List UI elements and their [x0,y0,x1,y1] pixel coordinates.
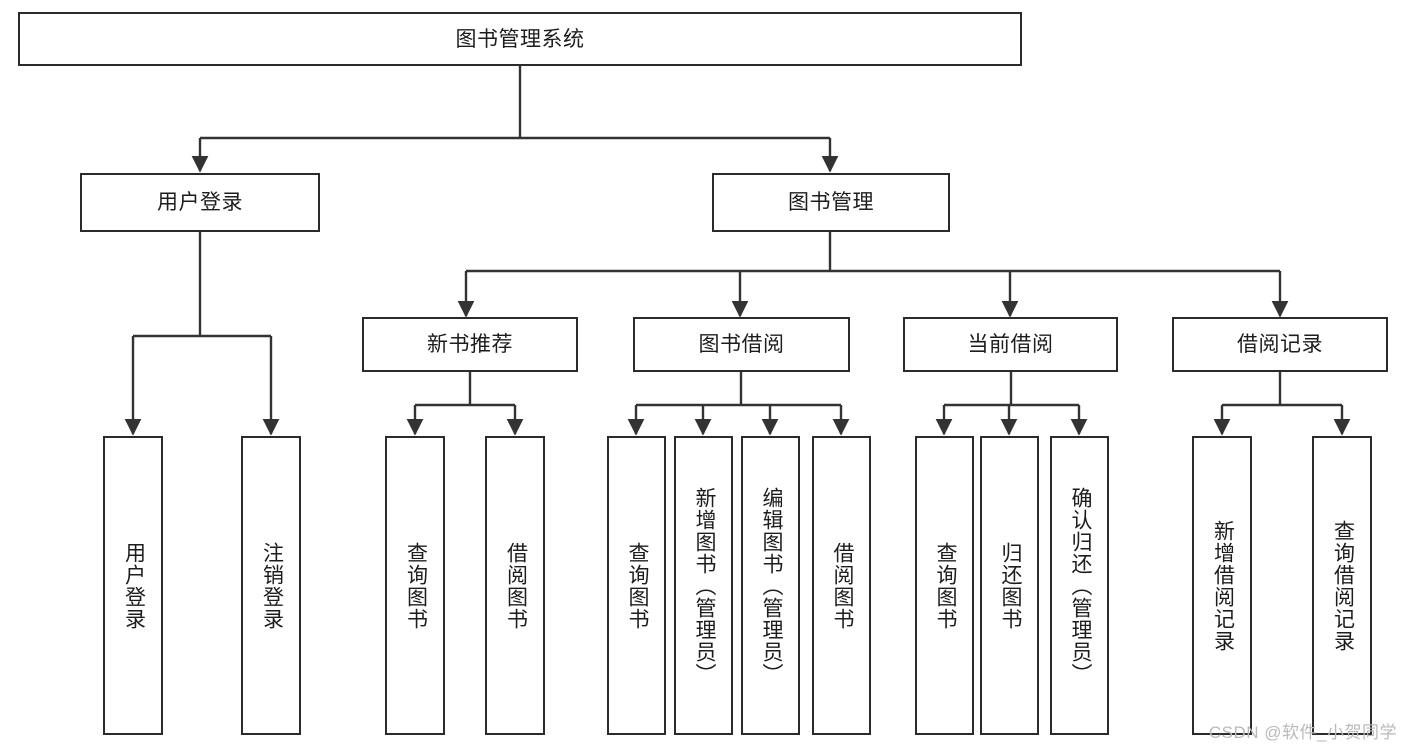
node-user-login[interactable]: 用户登录 [80,173,320,232]
node-label: 确认归还（管理员） [1068,486,1092,685]
node-label: 归还图书 [998,541,1022,630]
node-label: 用户登录 [157,191,243,214]
node-leaf-user-login[interactable]: 用户登录 [103,436,163,735]
node-leaf-return-book[interactable]: 归还图书 [980,436,1039,735]
node-label: 查询图书 [933,541,957,630]
node-current-borrow[interactable]: 当前借阅 [903,317,1118,372]
node-leaf-add-borrow-record[interactable]: 新增借阅记录 [1192,436,1252,735]
node-leaf-borrow-book[interactable]: 借阅图书 [812,436,871,735]
node-leaf-confirm-return-admin[interactable]: 确认归还（管理员） [1050,436,1109,735]
node-book-management[interactable]: 图书管理 [712,173,950,232]
node-leaf-logout[interactable]: 注销登录 [241,436,301,735]
node-book-borrow[interactable]: 图书借阅 [633,317,850,372]
node-label: 用户登录 [122,541,146,630]
node-label: 图书管理系统 [455,27,585,51]
node-root-system[interactable]: 图书管理系统 [18,12,1022,66]
node-leaf-edit-book-admin[interactable]: 编辑图书（管理员） [741,436,800,735]
node-leaf-query-book-current[interactable]: 查询图书 [915,436,974,735]
node-borrow-record[interactable]: 借阅记录 [1172,317,1388,372]
node-leaf-query-borrow-record[interactable]: 查询借阅记录 [1312,436,1372,735]
node-new-book-recommend[interactable]: 新书推荐 [362,317,578,372]
node-leaf-query-book-recommend[interactable]: 查询图书 [385,436,445,735]
node-leaf-borrow-book-recommend[interactable]: 借阅图书 [485,436,545,735]
node-label: 查询图书 [625,541,649,630]
node-label: 借阅图书 [504,541,528,630]
node-label: 新书推荐 [427,333,513,356]
node-label: 借阅图书 [830,541,854,630]
node-label: 借阅记录 [1237,333,1323,356]
node-label: 当前借阅 [967,333,1054,356]
node-label: 图书管理 [788,191,874,214]
node-label: 新增图书（管理员） [692,486,716,685]
node-label: 编辑图书（管理员） [759,486,783,685]
node-label: 查询图书 [404,541,428,630]
node-label: 注销登录 [260,541,284,630]
watermark: CSDN @软件_小贺同学 [1208,723,1397,742]
node-label: 新增借阅记录 [1211,519,1235,652]
node-label: 查询借阅记录 [1331,519,1355,652]
node-leaf-query-book-borrow[interactable]: 查询图书 [607,436,666,735]
node-label: 图书借阅 [698,333,785,356]
node-leaf-add-book-admin[interactable]: 新增图书（管理员） [674,436,733,735]
